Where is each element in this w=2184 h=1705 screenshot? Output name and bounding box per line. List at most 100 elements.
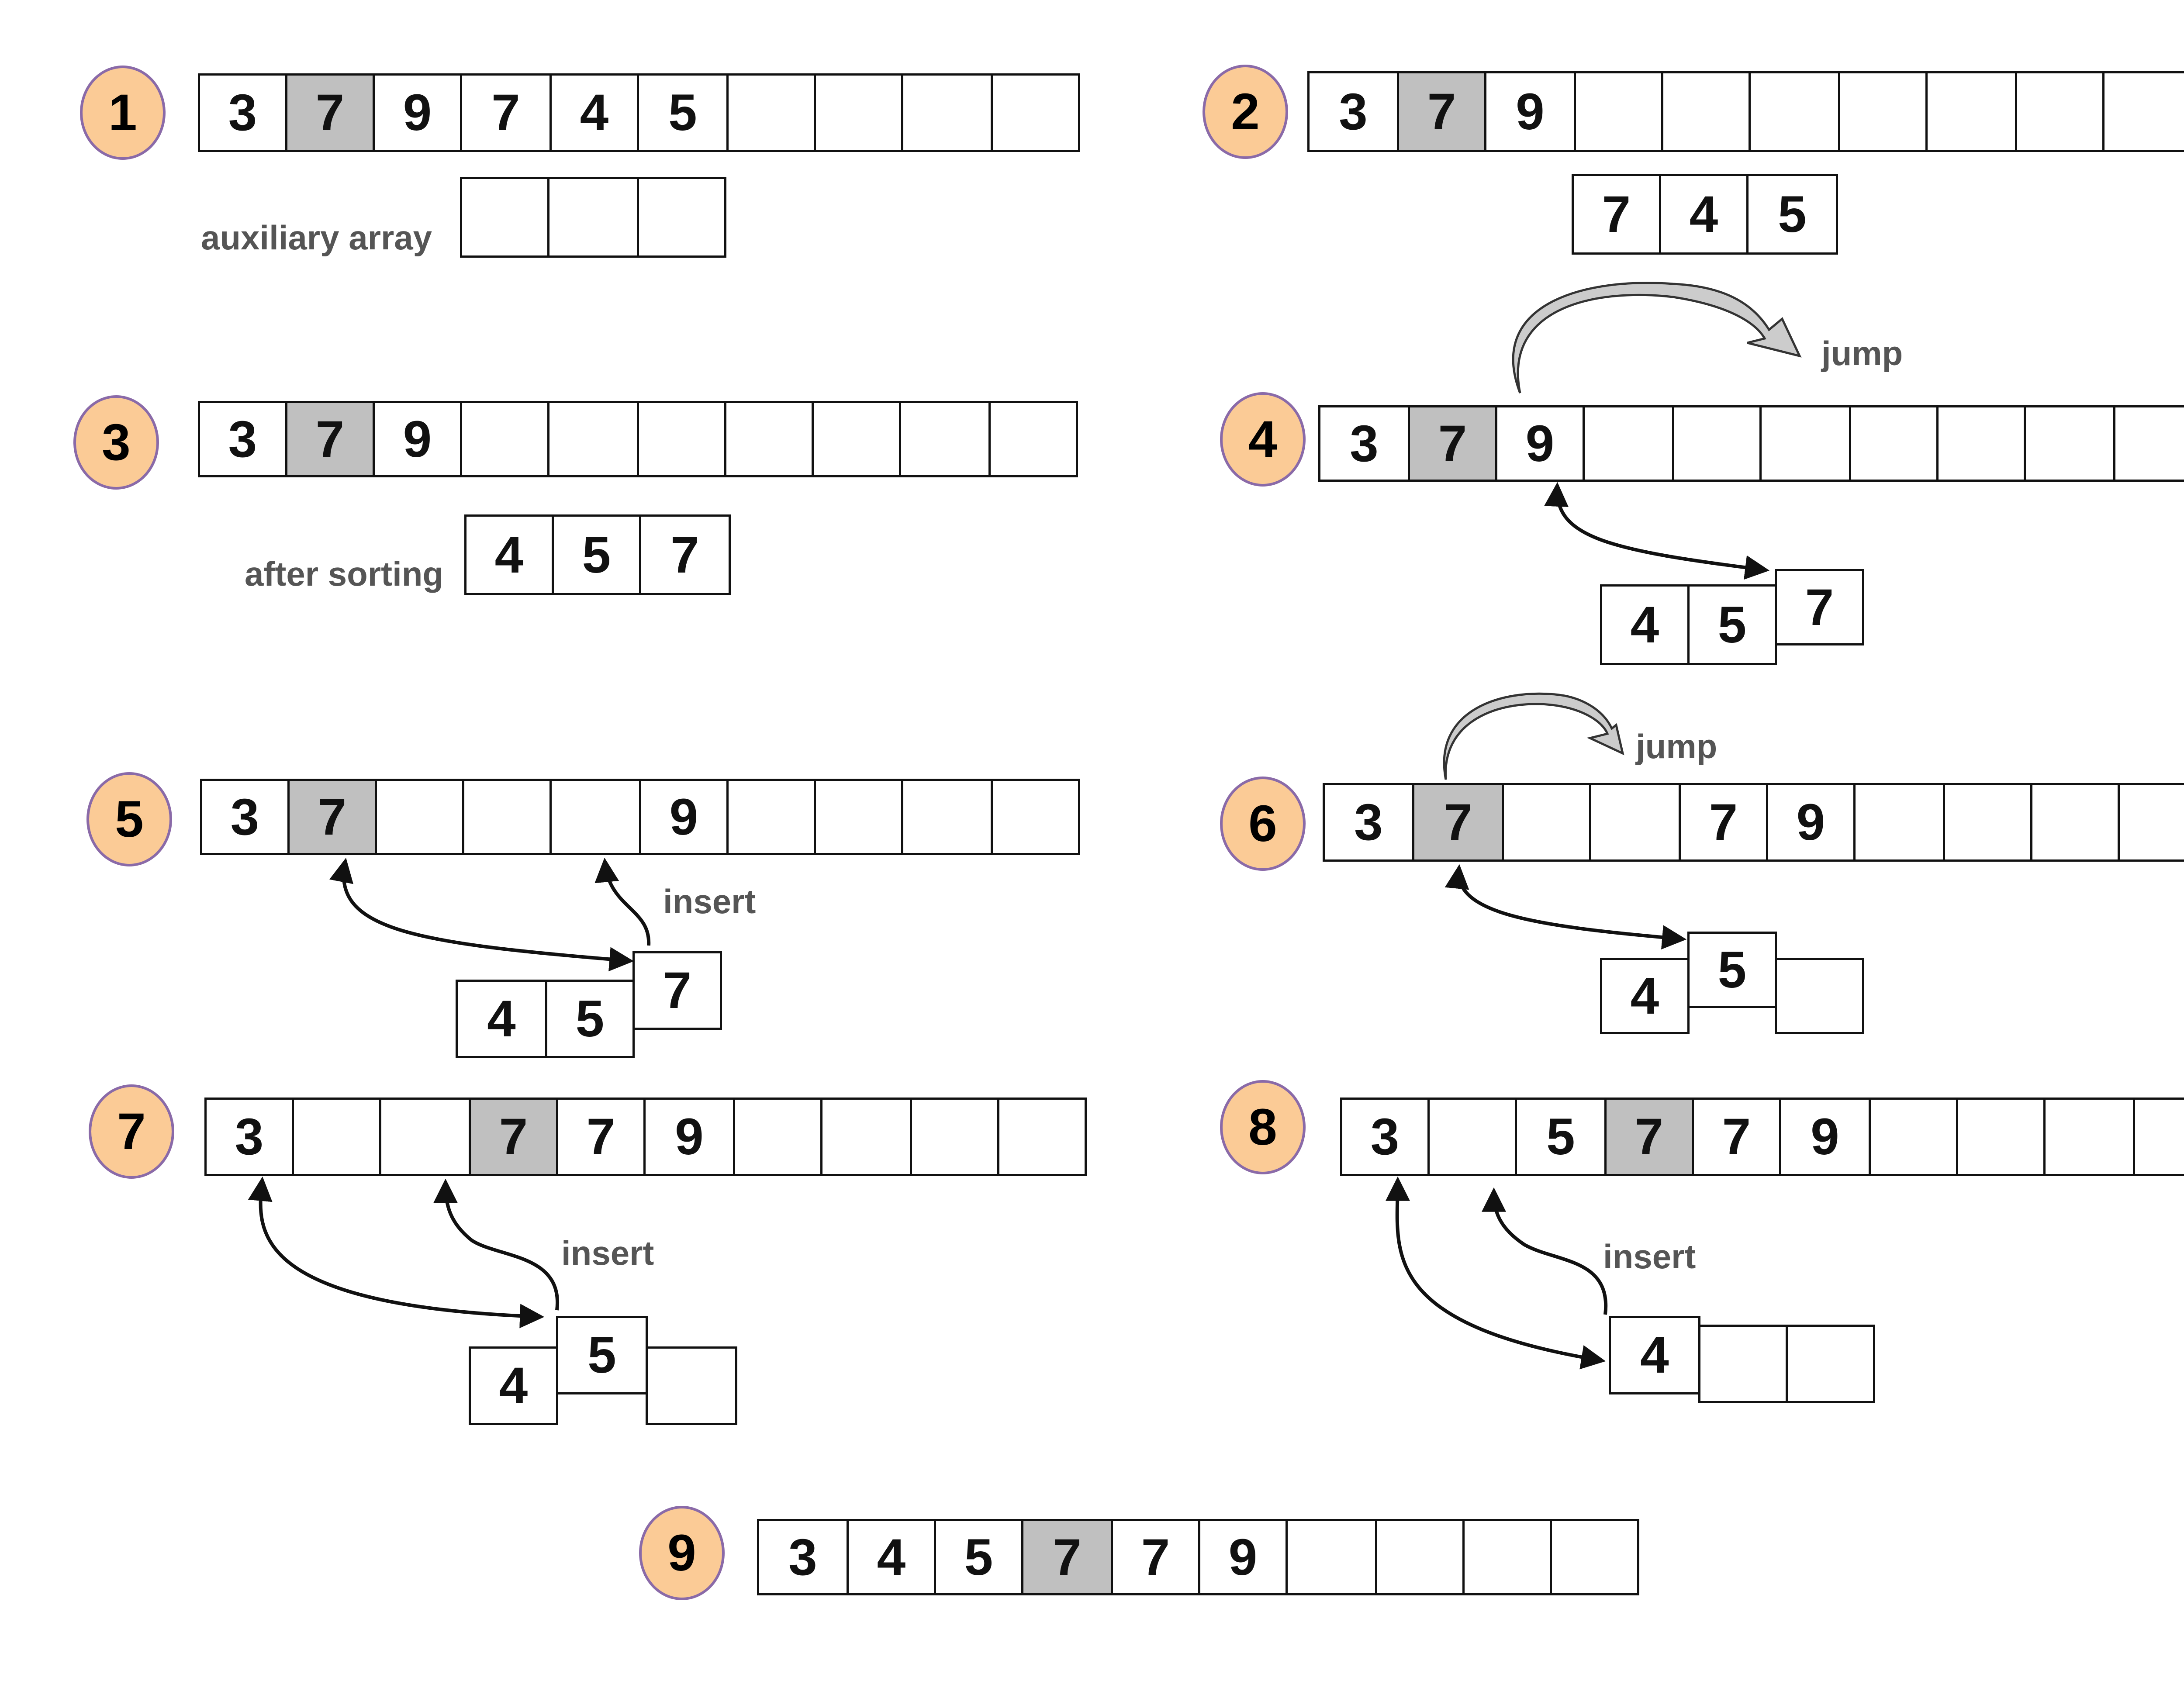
array-cell [637, 401, 726, 477]
array-cell [901, 73, 993, 152]
array-cell: 3 [200, 779, 290, 855]
array-cell [1589, 783, 1681, 862]
step-1-badge: 1 [80, 66, 166, 160]
array-cell: 3 [1323, 783, 1414, 862]
array-cell [547, 401, 639, 477]
insert-label: insert [561, 1234, 654, 1272]
jump-label: jump [1821, 334, 1903, 373]
jump-arrow [1443, 692, 1624, 780]
aux-cell [1698, 1325, 1788, 1403]
after-sorting-label: after sorting [245, 555, 444, 593]
array-cell: 9 [643, 1098, 735, 1176]
array-cell [379, 1098, 471, 1176]
array-cell [292, 1098, 381, 1176]
array-cell [733, 1098, 822, 1176]
array-cell: 7 [460, 73, 552, 152]
aux-cell: 7 [632, 951, 722, 1030]
array-cell [814, 779, 903, 855]
array-cell [1869, 1098, 1958, 1176]
array-cell: 7 [556, 1098, 646, 1176]
array-cell [1574, 71, 1663, 152]
array-cell [2118, 783, 2184, 862]
insert-arrow [433, 1178, 560, 1311]
array-cell [991, 73, 1080, 152]
aux-cell [1775, 958, 1864, 1034]
array-cell [991, 779, 1080, 855]
array-cell: 7 [1111, 1519, 1200, 1595]
step-3-badge: 3 [73, 395, 159, 490]
array-cell: 3 [1318, 405, 1410, 482]
array-cell [910, 1098, 999, 1176]
aux-cell: 5 [552, 514, 641, 595]
aux-cell: 7 [1572, 174, 1661, 255]
array-cell: 3 [198, 401, 287, 477]
array-cell: 7 [287, 779, 377, 855]
array-cell: 9 [1779, 1098, 1871, 1176]
step-9-badge: 9 [639, 1506, 725, 1600]
array-cell [814, 73, 903, 152]
insert-arrow [594, 857, 651, 946]
auxiliary-array-label: auxiliary array [201, 218, 432, 257]
array-cell [1583, 405, 1674, 482]
array-cell: 5 [1515, 1098, 1607, 1176]
aux-cell: 7 [1775, 569, 1864, 645]
array-cell: 7 [1021, 1519, 1113, 1595]
array-cell [1849, 405, 1939, 482]
step-4-badge: 4 [1220, 392, 1306, 487]
jump-arrow [1512, 282, 1802, 393]
aux-cell: 4 [1609, 1316, 1700, 1394]
aux-cell [547, 177, 639, 258]
array-cell: 7 [1679, 783, 1768, 862]
array-cell: 7 [1692, 1098, 1781, 1176]
swap-arrow [1385, 1176, 1606, 1370]
aux-cell [1786, 1325, 1875, 1403]
array-cell [2113, 405, 2184, 482]
aux-cell: 5 [1746, 174, 1838, 255]
array-cell: 7 [1397, 71, 1486, 152]
array-cell [1672, 405, 1762, 482]
array-cell [1853, 783, 1945, 862]
array-cell: 3 [1340, 1098, 1430, 1176]
array-cell: 5 [637, 73, 729, 152]
aux-cell: 4 [1600, 584, 1690, 665]
array-cell [1759, 405, 1851, 482]
array-cell: 3 [204, 1098, 294, 1176]
array-cell [1502, 783, 1591, 862]
step-8-badge: 8 [1220, 1080, 1306, 1174]
array-cell [460, 401, 549, 477]
aux-cell: 5 [545, 980, 635, 1058]
aux-cell: 5 [1687, 584, 1777, 665]
swap-arrow [1444, 864, 1687, 950]
array-cell [820, 1098, 912, 1176]
swap-arrow [1544, 482, 1770, 580]
array-cell [462, 779, 552, 855]
array-cell: 9 [373, 401, 462, 477]
array-cell [1427, 1098, 1517, 1176]
array-cell [1286, 1519, 1377, 1595]
aux-cell: 7 [639, 514, 731, 595]
array-cell: 3 [1307, 71, 1399, 152]
array-cell: 7 [469, 1098, 558, 1176]
array-cell: 3 [757, 1519, 849, 1595]
jump-label: jump [1636, 727, 1717, 766]
aux-cell [646, 1346, 737, 1425]
array-cell [2024, 405, 2115, 482]
swap-arrow [329, 858, 634, 972]
array-cell [812, 401, 901, 477]
array-cell [901, 779, 993, 855]
array-cell [988, 401, 1078, 477]
aux-cell: 4 [1600, 958, 1690, 1034]
array-cell [375, 779, 464, 855]
array-cell: 3 [198, 73, 287, 152]
step-7-badge: 7 [89, 1084, 174, 1179]
array-cell: 4 [549, 73, 639, 152]
step-2-badge: 2 [1203, 65, 1288, 159]
aux-cell: 4 [464, 514, 554, 595]
array-cell [1550, 1519, 1639, 1595]
insert-label: insert [1603, 1237, 1696, 1276]
step-5-badge: 5 [86, 772, 172, 866]
array-cell: 4 [847, 1519, 936, 1595]
array-cell [997, 1098, 1087, 1176]
swap-arrow [248, 1176, 545, 1329]
